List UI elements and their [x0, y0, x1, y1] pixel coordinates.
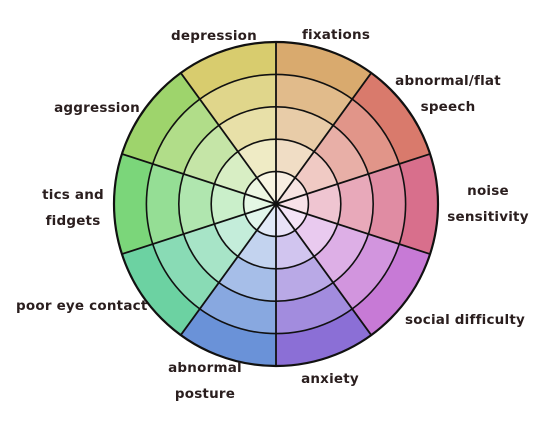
segment-anxiety-ring-5 — [276, 308, 372, 366]
segment-tics-and-fidgets-ring-2 — [211, 183, 246, 225]
segment-noise-sensitivity-ring-3 — [337, 173, 374, 235]
segment-depression-ring-2 — [237, 139, 276, 178]
segment-depression-ring-4 — [199, 74, 276, 126]
label-anxiety: anxiety — [301, 371, 359, 387]
segment-abnormal-flat-speech-ring-5 — [352, 72, 431, 164]
segment-poor-eye-contact-ring-5 — [121, 244, 200, 336]
spoke-5 — [275, 203, 372, 336]
segment-abnormal-flat-speech-ring-3 — [314, 125, 369, 184]
segment-aggression-ring-1 — [245, 177, 276, 204]
segment-poor-eye-contact-ring-2 — [214, 214, 257, 257]
label-noise-sensitivity: noise sensitivity — [447, 183, 529, 225]
segment-aggression-ring-3 — [183, 125, 238, 184]
segment-anxiety-ring-4 — [276, 282, 353, 334]
spoke-3 — [275, 153, 431, 205]
segment-aggression-ring-4 — [152, 99, 219, 174]
segment-social-difficulty-ring-1 — [276, 204, 307, 231]
segment-fixations-ring-5 — [276, 42, 372, 100]
segment-abnormal-flat-speech-ring-4 — [333, 99, 400, 174]
segment-anxiety-ring-2 — [276, 230, 315, 269]
spoke-10 — [180, 72, 277, 205]
segment-noise-sensitivity-ring-4 — [368, 163, 406, 245]
label-tics-and-fidgets: tics and fidgets — [42, 187, 104, 229]
spoke-9 — [121, 153, 277, 205]
segment-social-difficulty-ring-2 — [295, 214, 338, 257]
segment-depression-ring-5 — [180, 42, 276, 100]
segment-fixations-ring-1 — [276, 171, 296, 204]
spoke-8 — [121, 203, 277, 255]
segment-tics-and-fidgets-ring-3 — [178, 173, 215, 235]
label-aggression: aggression — [54, 100, 140, 116]
label-fixations: fixations — [301, 27, 371, 43]
segment-social-difficulty-ring-4 — [333, 234, 400, 309]
label-abnormal-flat-speech: abnormal/flat speech — [395, 73, 501, 115]
label-depression: depression — [171, 28, 257, 44]
label-abnormal-posture: abnormal posture — [168, 360, 242, 402]
segment-abnormal-posture-ring-4 — [199, 282, 276, 334]
spoke-4 — [275, 203, 431, 255]
segment-tics-and-fidgets-ring-4 — [146, 163, 184, 245]
segment-noise-sensitivity-ring-1 — [276, 193, 309, 215]
segment-abnormal-posture-ring-2 — [237, 230, 276, 269]
segment-noise-sensitivity-ring-2 — [306, 183, 341, 225]
segment-abnormal-posture-ring-5 — [180, 308, 276, 366]
segment-poor-eye-contact-ring-4 — [152, 234, 219, 309]
segment-poor-eye-contact-ring-3 — [183, 224, 238, 283]
segment-abnormal-flat-speech-ring-2 — [295, 151, 338, 194]
segment-social-difficulty-ring-5 — [352, 244, 431, 336]
segment-tics-and-fidgets-ring-5 — [113, 153, 153, 255]
segment-noise-sensitivity-ring-5 — [399, 153, 438, 255]
segment-fixations-ring-2 — [276, 139, 315, 178]
segment-abnormal-posture-ring-1 — [256, 204, 276, 237]
segment-anxiety-ring-1 — [276, 204, 296, 237]
label-social-difficulty: social difficulty — [405, 312, 525, 328]
segment-tics-and-fidgets-ring-1 — [243, 193, 276, 215]
label-poor-eye-contact: poor eye contact — [16, 298, 148, 314]
segment-poor-eye-contact-ring-1 — [245, 204, 276, 231]
segment-social-difficulty-ring-3 — [314, 224, 369, 283]
segment-aggression-ring-5 — [121, 72, 200, 164]
spoke-2 — [275, 72, 372, 205]
segment-fixations-ring-4 — [276, 74, 353, 126]
spoke-7 — [180, 203, 277, 336]
segment-depression-ring-1 — [256, 171, 276, 204]
segment-aggression-ring-2 — [214, 151, 257, 194]
segment-abnormal-flat-speech-ring-1 — [276, 177, 307, 204]
